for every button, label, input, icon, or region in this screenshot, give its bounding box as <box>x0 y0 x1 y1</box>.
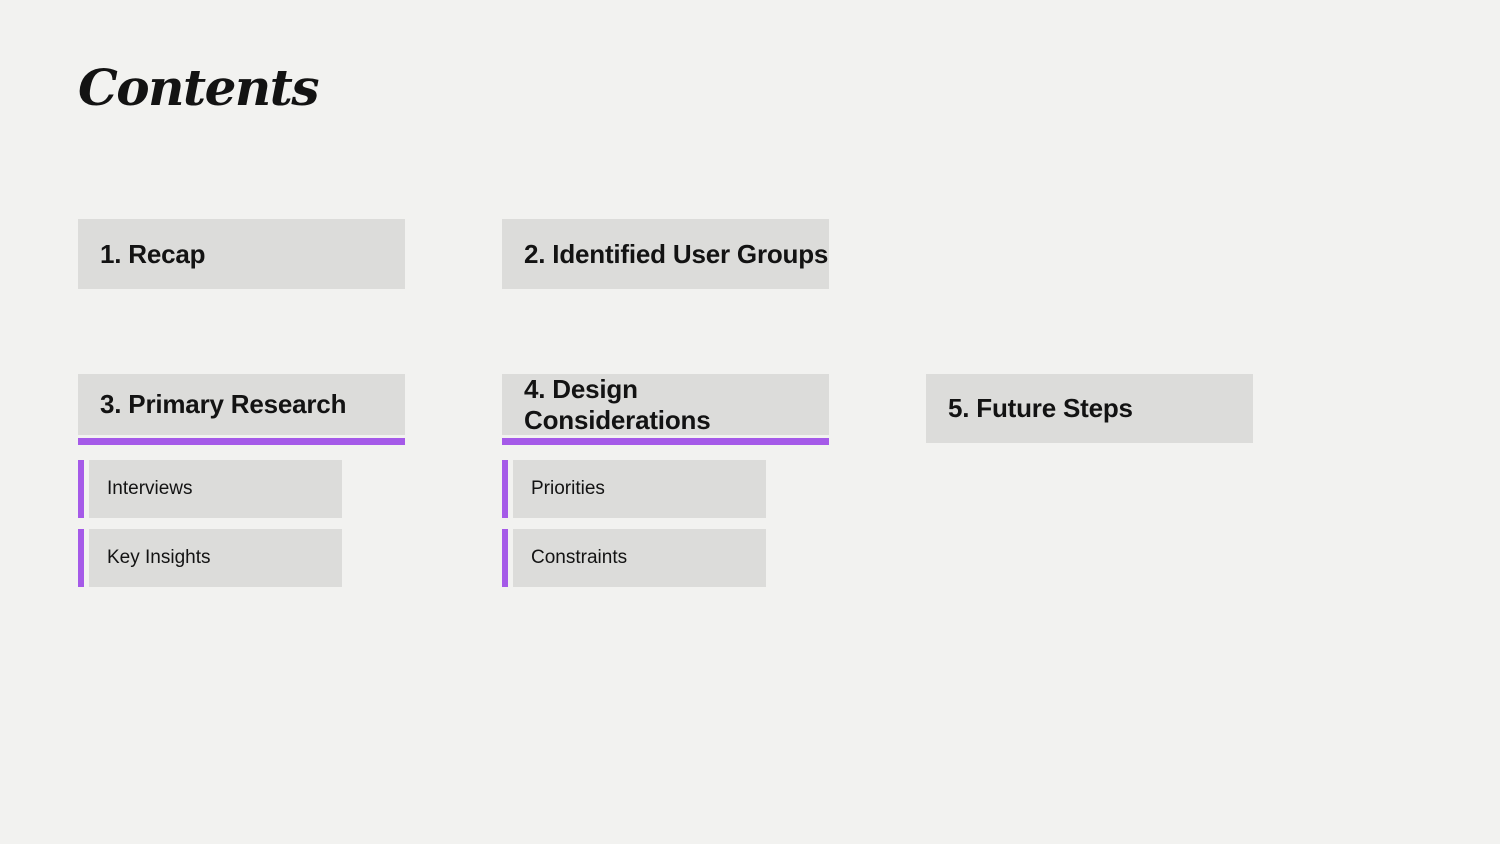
subsection-constraints-label: Constraints <box>531 547 628 568</box>
page-title: Contents <box>78 58 320 117</box>
primary-research-accent-underline <box>78 438 405 445</box>
key-insights-accent-bar <box>78 529 84 587</box>
constraints-accent-bar <box>502 529 508 587</box>
subsection-key-insights[interactable]: Key Insights <box>89 529 342 587</box>
section-design-considerations-label: 4. Design Considerations <box>524 373 711 435</box>
section-primary-research[interactable]: 3. Primary Research <box>78 374 405 435</box>
section-design-considerations[interactable]: 4. Design Considerations <box>502 374 829 435</box>
subsection-interviews[interactable]: Interviews <box>89 460 342 518</box>
subsection-key-insights-label: Key Insights <box>107 547 211 568</box>
design-considerations-accent-underline <box>502 438 829 445</box>
priorities-accent-bar <box>502 460 508 518</box>
section-recap[interactable]: 1. Recap <box>78 219 405 289</box>
section-future-steps[interactable]: 5. Future Steps <box>926 374 1253 443</box>
subsection-interviews-label: Interviews <box>107 478 193 499</box>
section-identified-user-groups[interactable]: 2. Identified User Groups <box>502 219 829 289</box>
interviews-accent-bar <box>78 460 84 518</box>
subsection-priorities[interactable]: Priorities <box>513 460 766 518</box>
section-identified-user-groups-label: 2. Identified User Groups <box>524 238 829 269</box>
section-future-steps-label: 5. Future Steps <box>948 393 1133 423</box>
subsection-priorities-label: Priorities <box>531 478 605 499</box>
section-recap-label: 1. Recap <box>100 238 206 269</box>
section-primary-research-label: 3. Primary Research <box>100 389 347 419</box>
subsection-constraints[interactable]: Constraints <box>513 529 766 587</box>
